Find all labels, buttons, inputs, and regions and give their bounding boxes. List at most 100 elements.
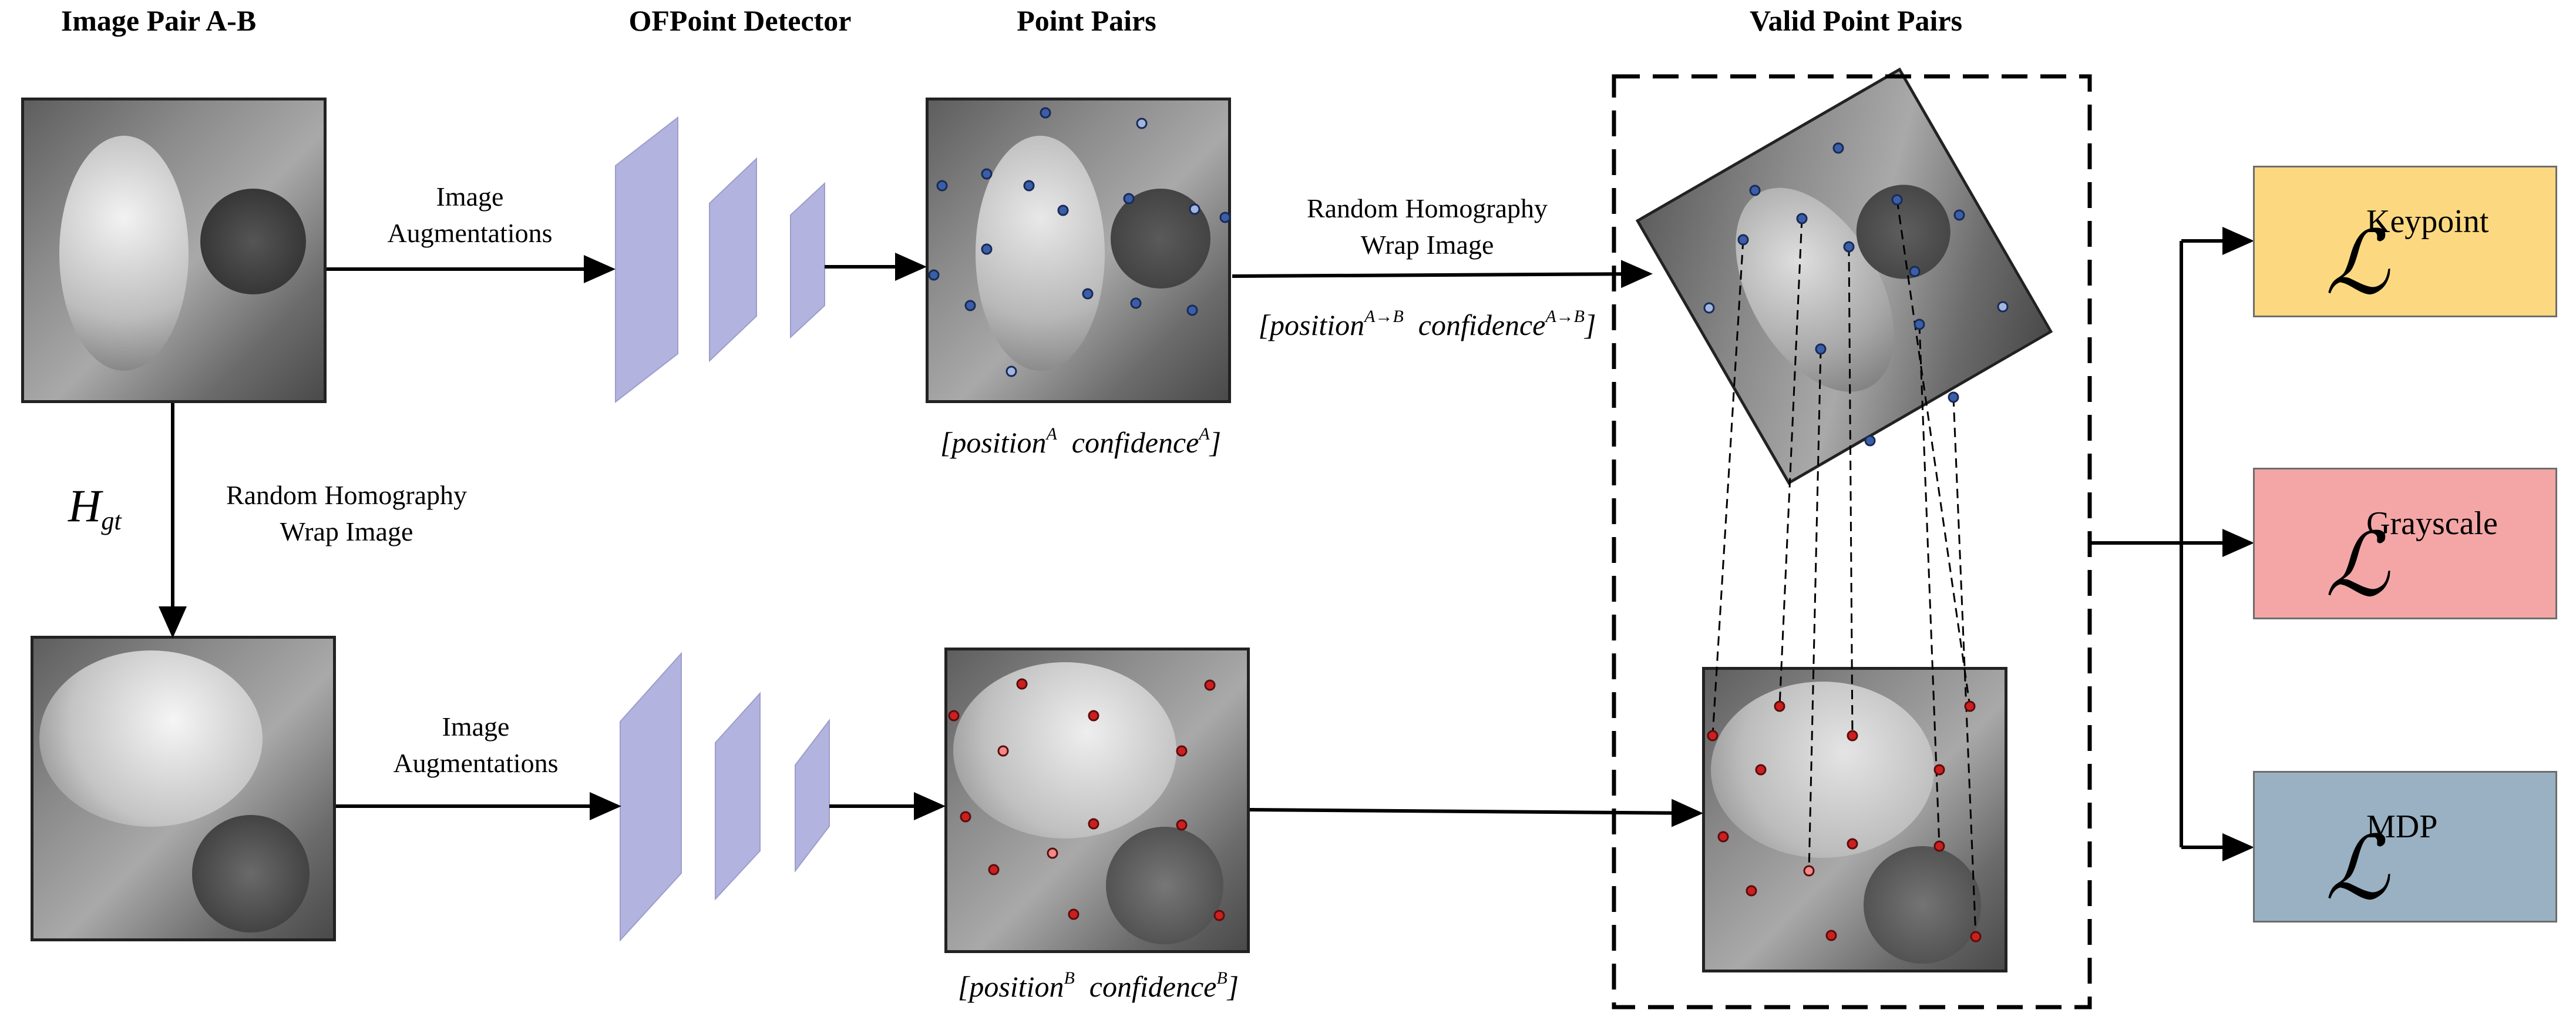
- conf-a: confidence: [1071, 426, 1199, 459]
- conf-ab: confidence: [1418, 308, 1546, 341]
- keypoint-b: [1204, 679, 1216, 691]
- keypoint-warped: [1843, 241, 1855, 253]
- keypoint-b: [1088, 710, 1099, 722]
- keypoint-b: [948, 710, 960, 722]
- keypoints-a: [928, 107, 1231, 377]
- keypoint-a: [981, 243, 993, 255]
- detector-layer-1-top: [615, 116, 678, 404]
- label-augmentations-bottom: Image Augmentations: [370, 709, 581, 781]
- keypoint-a: [964, 300, 976, 311]
- correspondence-lines: [1711, 199, 1977, 937]
- detector-layer-3-bottom: [795, 719, 830, 873]
- label-augmentations-top-line1: Image: [436, 182, 504, 212]
- formula-b: [positionB confidenceB]: [957, 968, 1239, 1003]
- header-valid-pairs: Valid Point Pairs: [1749, 4, 1963, 37]
- keypoint-a: [1057, 204, 1069, 216]
- pos-ab: position: [1269, 308, 1365, 341]
- label-augmentations-top-line2: Augmentations: [387, 218, 553, 248]
- conf-b-sup: B: [1216, 968, 1228, 988]
- keypoint-b: [1088, 818, 1099, 830]
- pos-b: position: [969, 970, 1064, 1003]
- correspondence-line: [1952, 397, 1977, 937]
- header-image-pair: Image Pair A-B: [60, 4, 257, 37]
- label-augmentations-bottom-line1: Image: [442, 712, 510, 742]
- keypoint-a: [1005, 365, 1017, 377]
- keypoints-b: [948, 678, 1225, 921]
- correspondence-line: [1778, 218, 1803, 707]
- label-homography-left-line2: Wrap Image: [280, 516, 413, 546]
- keypoint-b: [997, 745, 1009, 757]
- cat-dark: [1864, 846, 1981, 964]
- keypoints-b-valid: [1707, 700, 1982, 942]
- pos-b-sup: B: [1064, 968, 1075, 988]
- point-image-b: [944, 648, 1250, 953]
- detector-layer-2-bottom: [715, 692, 761, 901]
- keypoint-a: [936, 180, 948, 192]
- keypoint-valid-b: [1707, 730, 1719, 742]
- keypoint-a: [1123, 193, 1135, 204]
- keypoint-b: [1016, 678, 1028, 690]
- loss-keypoint-symbol: ℒ: [2325, 212, 2389, 314]
- keypoint-warped: [1796, 213, 1808, 224]
- label-augmentations-bottom-line2: Augmentations: [393, 748, 559, 778]
- point-image-a: [926, 98, 1231, 403]
- header-point-pairs: Point Pairs: [1017, 4, 1156, 37]
- keypoint-warped: [1864, 435, 1876, 447]
- cat-dark: [1106, 827, 1223, 944]
- detector-layer-1-bottom: [620, 652, 682, 942]
- keypoint-a: [981, 168, 993, 180]
- image-a: [21, 98, 327, 403]
- keypoint-a: [1023, 180, 1035, 192]
- keypoint-a: [1082, 288, 1094, 300]
- h-gt-sub: gt: [101, 507, 122, 535]
- keypoint-a: [1130, 297, 1142, 309]
- image-b: [31, 636, 336, 941]
- keypoint-valid-b: [1803, 865, 1815, 877]
- keypoint-valid-b: [1774, 700, 1785, 712]
- pos-ab-sup: A→B: [1364, 307, 1404, 326]
- cat-white: [976, 136, 1105, 371]
- cat-white: [1711, 682, 1934, 858]
- loss-mdp-box: ℒ MDP: [2253, 771, 2557, 923]
- keypoint-a: [1136, 118, 1148, 129]
- label-homography-left-line1: Random Homography: [226, 480, 468, 510]
- keypoint-a: [1219, 212, 1231, 223]
- conf-a-sup: A: [1199, 424, 1210, 444]
- loss-keypoint-name: Keypoint: [2366, 203, 2489, 240]
- keypoint-valid-b: [1970, 931, 1982, 942]
- keypoint-a: [1189, 203, 1200, 215]
- keypoint-b: [1068, 908, 1080, 920]
- keypoint-b: [988, 864, 1000, 876]
- loss-mdp-symbol: ℒ: [2325, 817, 2389, 920]
- keypoint-valid-b: [1746, 885, 1757, 897]
- keypoint-a: [928, 269, 940, 281]
- header-detector: OFPoint Detector: [628, 4, 852, 37]
- label-homography-mid: Random Homography Wrap Image: [1280, 190, 1574, 263]
- keypoint-valid-b: [1717, 831, 1729, 843]
- correspondence-line: [1711, 239, 1744, 736]
- cat-white: [953, 662, 1176, 838]
- label-augmentations-top: Image Augmentations: [364, 179, 576, 251]
- loss-keypoint-box: ℒ Keypoint: [2253, 166, 2557, 317]
- keypoint-valid-b: [1964, 700, 1976, 712]
- keypoint-valid-b: [1825, 930, 1837, 941]
- valid-image-b: [1702, 667, 2007, 972]
- correspondence-line: [1918, 324, 1941, 847]
- h-gt-main: H: [68, 480, 102, 531]
- pos-a-sup: A: [1046, 424, 1057, 444]
- keypoint-a: [1186, 304, 1198, 316]
- loss-grayscale-box: ℒ Grayscale: [2253, 468, 2557, 619]
- keypoint-warped: [1913, 318, 1925, 330]
- keypoint-warped: [1909, 266, 1921, 277]
- keypoint-b: [1213, 910, 1225, 921]
- keypoint-b: [1176, 819, 1188, 831]
- cat-dark: [192, 815, 310, 933]
- label-h-gt: Hgt: [68, 479, 122, 536]
- keypoint-b: [1176, 745, 1188, 757]
- conf-ab-sup: A→B: [1545, 307, 1585, 326]
- cat-white: [59, 136, 189, 371]
- keypoint-warped: [1953, 209, 1965, 221]
- keypoints-a-warped: [1703, 142, 2009, 447]
- loss-mdp-name: MDP: [2366, 809, 2438, 845]
- detector-layer-2-top: [709, 157, 757, 363]
